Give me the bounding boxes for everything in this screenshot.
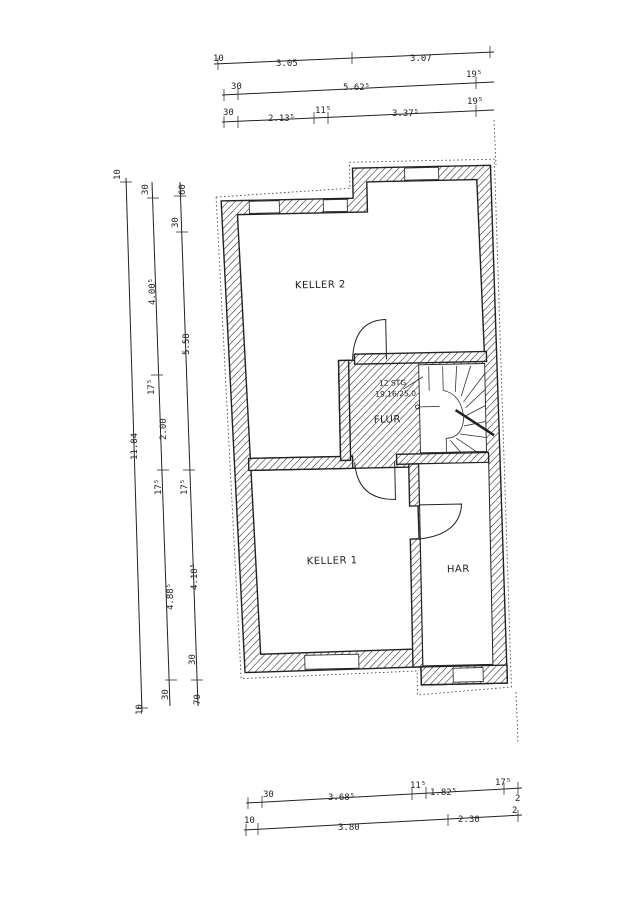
dim-left-1-b: 11.84: [130, 433, 140, 460]
dim-top-1-a: 10: [213, 54, 224, 64]
dim-bottom-2-c: 2.30: [458, 815, 480, 825]
dim-top-1-c: 3.07: [410, 54, 432, 64]
dim-bottom-1-b: 3.68⁵: [328, 793, 355, 803]
dim-left-3-a: 30: [171, 217, 181, 228]
dim-top-3-b: 2.13⁵: [268, 114, 295, 124]
dim-top-1-b: 3.05: [276, 59, 298, 69]
dim-bottom-1-d: 1.82⁵: [430, 788, 457, 798]
dim-left-2-e: 17⁵: [154, 479, 164, 495]
room-label-flur: FLUR: [374, 414, 401, 426]
dim-left-2-c: 17⁵: [147, 379, 157, 395]
dim-left-3-e: 4.18⁵: [190, 563, 200, 590]
dim-left-1-a: 10: [113, 169, 123, 180]
dim-bottom-1-f: 2: [515, 794, 520, 804]
room-label-har: HAR: [447, 564, 470, 575]
dim-bottom-1-e: 17⁵: [495, 778, 511, 788]
building: KELLER 2 KELLER 1 FLUR HAR 12 STG 19,16/…: [215, 158, 512, 696]
dim-left-3-d: 17⁵: [180, 479, 190, 495]
dim-left-3-b: 60: [178, 184, 188, 195]
dim-bottom-2-b: 3.80: [338, 823, 360, 833]
dim-bottom-1-c: 11⁵: [410, 781, 426, 791]
dim-bottom-2-d: 2: [512, 806, 517, 816]
room-label-keller1: KELLER 1: [307, 555, 358, 567]
dim-bottom-1-a: 30: [263, 790, 274, 800]
dim-left-3-g: 70: [193, 694, 203, 705]
dim-top-2-a: 30: [231, 82, 242, 92]
dim-left-2-f: 4.88⁵: [166, 583, 176, 610]
dim-top-2-b: 5.62⁵: [343, 83, 370, 93]
dim-left-3-c: 5.58: [182, 333, 192, 355]
dim-top-3-e: 19⁵: [467, 97, 483, 107]
dim-left-2-a: 30: [141, 184, 151, 195]
dim-left-3-f: 30: [188, 654, 198, 665]
left-dimensions: 10 11.84 10 30 4.00⁵ 17⁵ 2.00 17⁵ 4.88⁵ …: [113, 169, 203, 715]
room-label-keller2: KELLER 2: [295, 279, 346, 291]
bottom-dimensions: 30 3.68⁵ 11⁵ 1.82⁵ 17⁵ 2 10 3.80 2.30 2: [243, 778, 523, 836]
stairs-count-label: 12 STG: [379, 378, 406, 388]
dim-left-2-d: 2.00: [159, 418, 169, 440]
dim-top-3-a: 30: [223, 108, 234, 118]
dim-left-1-c: 10: [135, 704, 145, 715]
dim-left-2-g: 30: [161, 689, 171, 700]
staircase: [415, 363, 495, 454]
dim-bottom-2-a: 10: [244, 816, 255, 826]
dim-top-2-c: 19⁵: [466, 70, 482, 80]
dim-top-3-d: 3.37⁵: [392, 109, 419, 119]
top-dimensions: 10 3.05 3.07 30 5.62⁵ 19⁵ 30 2.13⁵ 11⁵ 3…: [213, 46, 497, 166]
dim-top-3-c: 11⁵: [315, 106, 331, 116]
dim-left-2-b: 4.00⁵: [148, 278, 158, 305]
stairs-dims-label: 19,16/25,0: [375, 389, 416, 399]
